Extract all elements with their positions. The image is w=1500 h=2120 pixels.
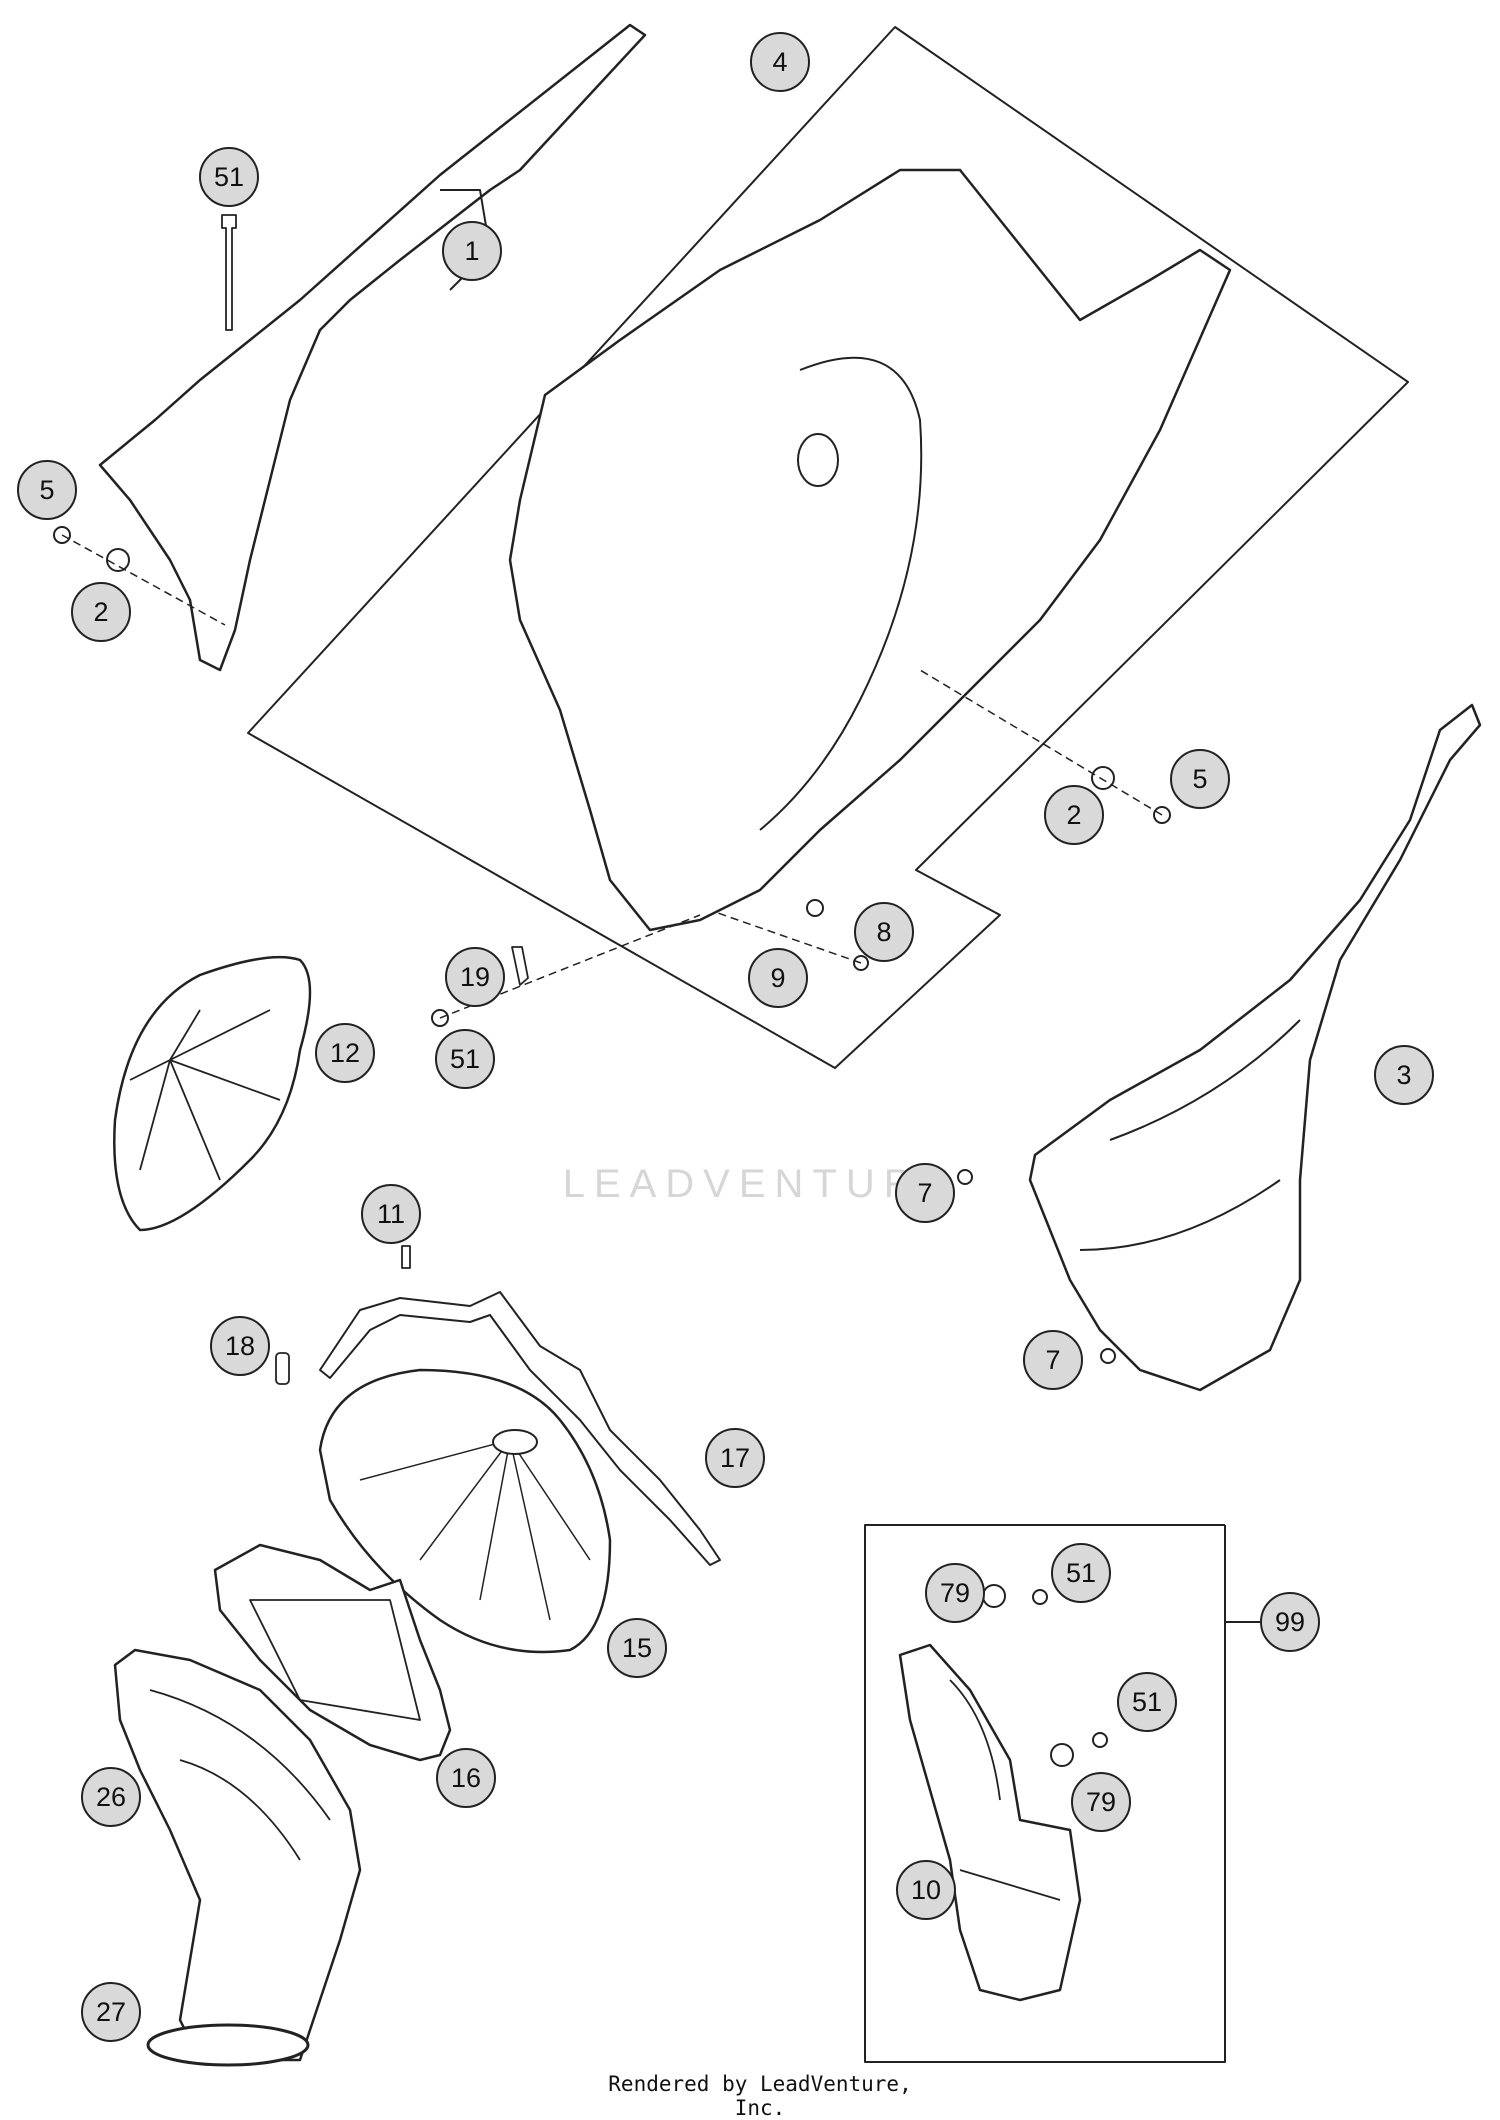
part-11-pin — [401, 1245, 411, 1269]
callout-11: 11 — [361, 1184, 421, 1244]
part-7-screw-upper — [957, 1169, 973, 1185]
part-16-detail — [249, 1599, 421, 1721]
part-10-detail — [949, 1679, 1061, 1901]
callout-51: 51 — [435, 1029, 495, 1089]
part-2-grommet-left — [106, 548, 130, 572]
callout-4: 4 — [750, 32, 810, 92]
part-17-bracket — [319, 1291, 721, 1566]
watermark: LEADVENTURE — [562, 1162, 958, 1206]
leader-left-fastener — [61, 534, 226, 626]
part-51-bolt-top — [221, 214, 237, 331]
part-79-washer-upper — [982, 1584, 1006, 1608]
part-79-washer-lower — [1050, 1743, 1074, 1767]
callout-3: 3 — [1374, 1045, 1434, 1105]
callout-2: 2 — [1044, 785, 1104, 845]
part-4-inner — [759, 356, 923, 831]
callout-5: 5 — [1170, 749, 1230, 809]
callout-79: 79 — [1071, 1772, 1131, 1832]
callout-12: 12 — [315, 1023, 375, 1083]
part-19-clip — [511, 946, 529, 986]
part-26-detail — [149, 1689, 331, 1861]
callout-9: 9 — [748, 948, 808, 1008]
callout-17: 17 — [705, 1428, 765, 1488]
part-15-center — [492, 1429, 538, 1455]
part-27-clamp — [146, 2023, 310, 2067]
callout-51: 51 — [1117, 1672, 1177, 1732]
callout-2: 2 — [71, 582, 131, 642]
part-26-intake-boot — [113, 1648, 362, 2062]
part-16-filter-support — [213, 1543, 452, 1762]
part-3-right-side-panel — [1028, 703, 1482, 1392]
callout-51: 51 — [1051, 1543, 1111, 1603]
part-1-left-side-panel — [98, 23, 647, 672]
callout-1: 1 — [442, 221, 502, 281]
kit-99-frame — [864, 1524, 1226, 2063]
part-51-bolt-kit-upper — [1032, 1589, 1048, 1605]
callout-27: 27 — [81, 1982, 141, 2042]
footer-credit: Rendered by LeadVenture, Inc. — [608, 2072, 912, 2120]
callout-79: 79 — [925, 1563, 985, 1623]
callout-7: 7 — [895, 1163, 955, 1223]
callout-26: 26 — [81, 1767, 141, 1827]
callout-19: 19 — [445, 947, 505, 1007]
part-7-screw-lower — [1100, 1348, 1116, 1364]
part-18-plug — [275, 1352, 290, 1385]
part-4-hole — [797, 433, 839, 487]
part-4-airbox — [508, 168, 1232, 932]
airbox-group-frame — [247, 26, 1409, 1069]
callout-7: 7 — [1023, 1330, 1083, 1390]
callout-16: 16 — [436, 1748, 496, 1808]
callout-18: 18 — [210, 1316, 270, 1376]
part-10-cover — [898, 1643, 1082, 2002]
part-2-grommet-right — [1091, 766, 1115, 790]
part-51-bolt-kit-lower — [1092, 1732, 1108, 1748]
part-12-filter-cage — [113, 955, 312, 1232]
part-8-clip — [806, 899, 824, 917]
callout-51: 51 — [199, 147, 259, 207]
callout-15: 15 — [607, 1618, 667, 1678]
part-15-ribs — [359, 1439, 591, 1621]
callout-99: 99 — [1260, 1592, 1320, 1652]
callout-5: 5 — [17, 460, 77, 520]
callout-8: 8 — [854, 902, 914, 962]
callout-10: 10 — [896, 1860, 956, 1920]
part-12-ribs — [129, 1009, 281, 1181]
part-3-detail — [1079, 1019, 1301, 1251]
leader-right-fastener — [919, 669, 1163, 816]
